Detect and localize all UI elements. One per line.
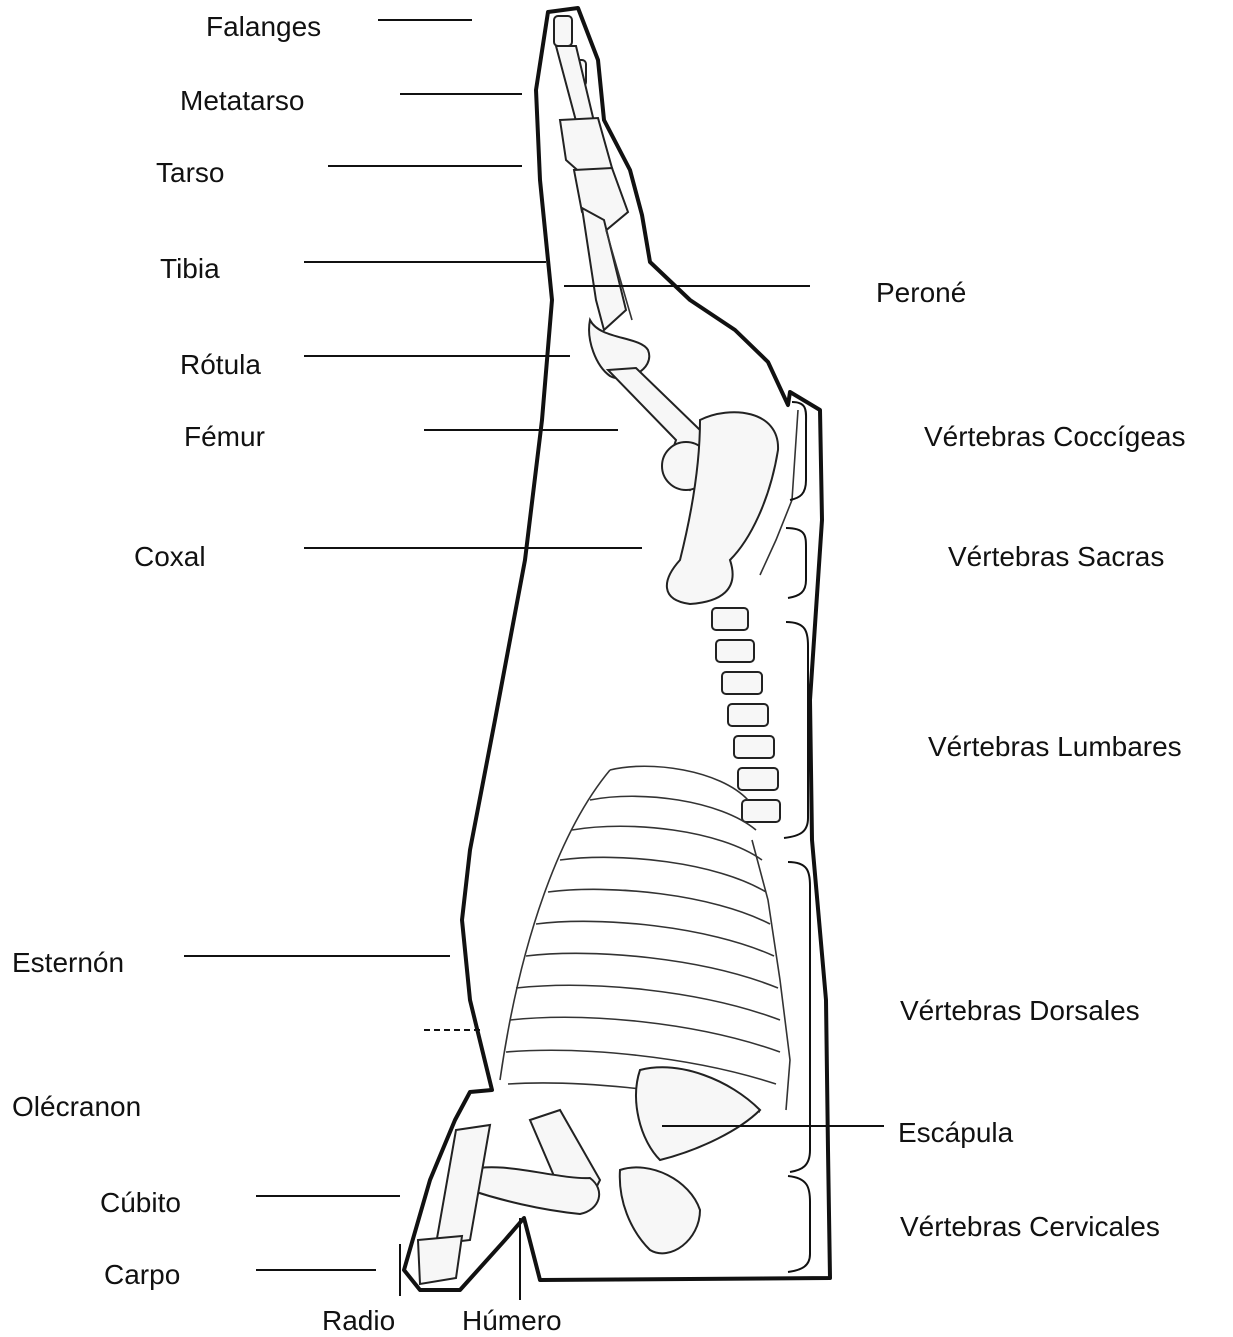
label-humero: Húmero bbox=[462, 1305, 562, 1336]
label-rotula: Rótula bbox=[180, 349, 261, 380]
lumbar-vertebra-5 bbox=[734, 736, 774, 758]
phalanx-bone bbox=[554, 16, 572, 46]
label-v-sacras: Vértebras Sacras bbox=[948, 541, 1164, 572]
carpus-bone bbox=[418, 1236, 462, 1284]
label-coxal: Coxal bbox=[134, 541, 206, 572]
label-carpo: Carpo bbox=[104, 1259, 180, 1290]
lumbar-vertebra-3 bbox=[722, 672, 762, 694]
label-falanges: Falanges bbox=[206, 11, 321, 42]
label-v-cervicales: Vértebras Cervicales bbox=[900, 1211, 1160, 1242]
label-femur: Fémur bbox=[184, 421, 265, 452]
lumbar-vertebra bbox=[712, 608, 748, 630]
lumbar-vertebra-4 bbox=[728, 704, 768, 726]
label-v-dorsales: Vértebras Dorsales bbox=[900, 995, 1140, 1026]
label-radio: Radio bbox=[322, 1305, 395, 1336]
label-esternon: Esternón bbox=[12, 947, 124, 978]
lumbar-vertebra-7 bbox=[742, 800, 780, 822]
label-cubito: Cúbito bbox=[100, 1187, 181, 1218]
label-tarso: Tarso bbox=[156, 157, 224, 188]
label-v-lumbares: Vértebras Lumbares bbox=[928, 731, 1182, 762]
label-perone: Peroné bbox=[876, 277, 966, 308]
label-tibia: Tibia bbox=[160, 253, 220, 284]
label-metatarso: Metatarso bbox=[180, 85, 305, 116]
label-olecranon: Olécranon bbox=[12, 1091, 141, 1122]
label-v-coccigeas: Vértebras Coccígeas bbox=[924, 421, 1185, 452]
label-escapula: Escápula bbox=[898, 1117, 1014, 1148]
lumbar-vertebra-2 bbox=[716, 640, 754, 662]
lumbar-vertebra-6 bbox=[738, 768, 778, 790]
